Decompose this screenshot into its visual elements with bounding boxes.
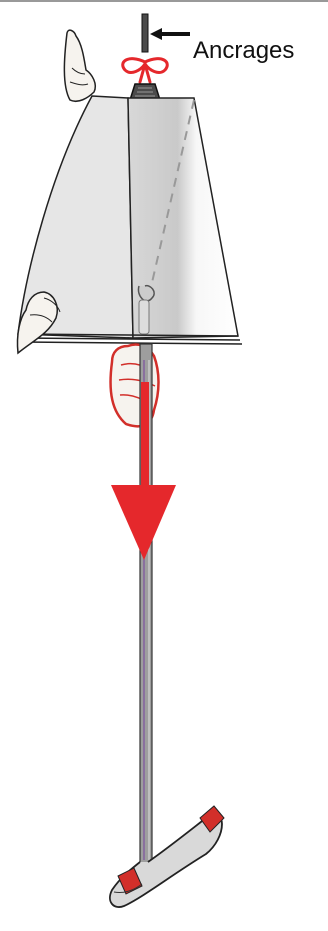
anchor-callout: Ancrages <box>150 28 294 64</box>
gloved-hand-icon <box>64 30 95 101</box>
arrow-head <box>111 485 176 560</box>
callout-arrow <box>150 28 190 40</box>
top-left-hand <box>64 30 95 101</box>
strap-loop <box>110 806 224 907</box>
anchor-line-bundle <box>142 14 148 52</box>
anchor-ties <box>123 59 168 82</box>
pull-direction-arrow-icon <box>141 382 149 502</box>
anchor-label: Ancrages <box>193 37 294 64</box>
